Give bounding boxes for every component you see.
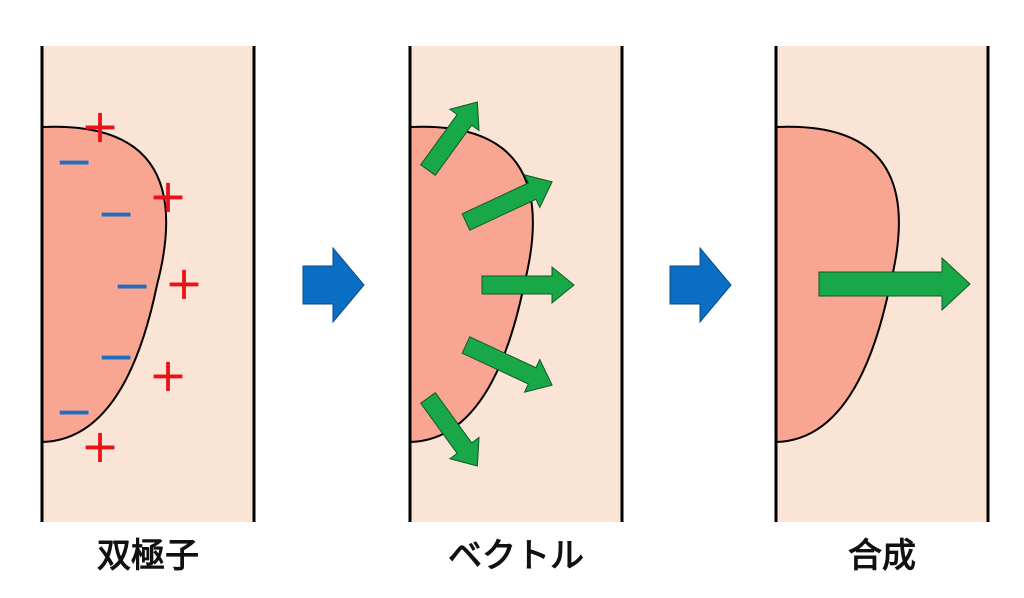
minus-charge: − xyxy=(55,134,94,188)
plus-charge: + xyxy=(165,256,204,310)
field-vector-arrow-icon xyxy=(420,392,480,467)
step-arrow-icon xyxy=(302,246,365,324)
resultant-vector-arrow-icon xyxy=(818,256,971,312)
step-arrow-icon xyxy=(669,246,732,324)
half-ellipse-region xyxy=(41,125,168,444)
panel-label-vectors: ベクトル xyxy=(448,536,584,576)
plus-charge: + xyxy=(149,169,188,223)
minus-charge: − xyxy=(55,384,94,438)
plus-charge: + xyxy=(81,419,120,473)
minus-charge: − xyxy=(97,329,136,383)
panel-vectors xyxy=(408,46,624,522)
field-vector-arrow-icon xyxy=(420,101,480,176)
plus-charge: + xyxy=(81,99,120,153)
minus-charge: − xyxy=(97,186,136,240)
minus-charge: − xyxy=(113,258,152,312)
plus-charge: + xyxy=(149,348,188,402)
panel-resultant xyxy=(774,46,990,522)
panel-label-dipole: 双極子 xyxy=(97,536,199,576)
field-vector-arrow-icon xyxy=(461,174,553,231)
field-vector-arrow-icon xyxy=(461,336,553,393)
panel-dipole: + + + + + − − − − − xyxy=(40,46,256,522)
panel-label-resultant: 合成 xyxy=(848,536,916,576)
field-vector-arrow-icon xyxy=(481,265,575,305)
